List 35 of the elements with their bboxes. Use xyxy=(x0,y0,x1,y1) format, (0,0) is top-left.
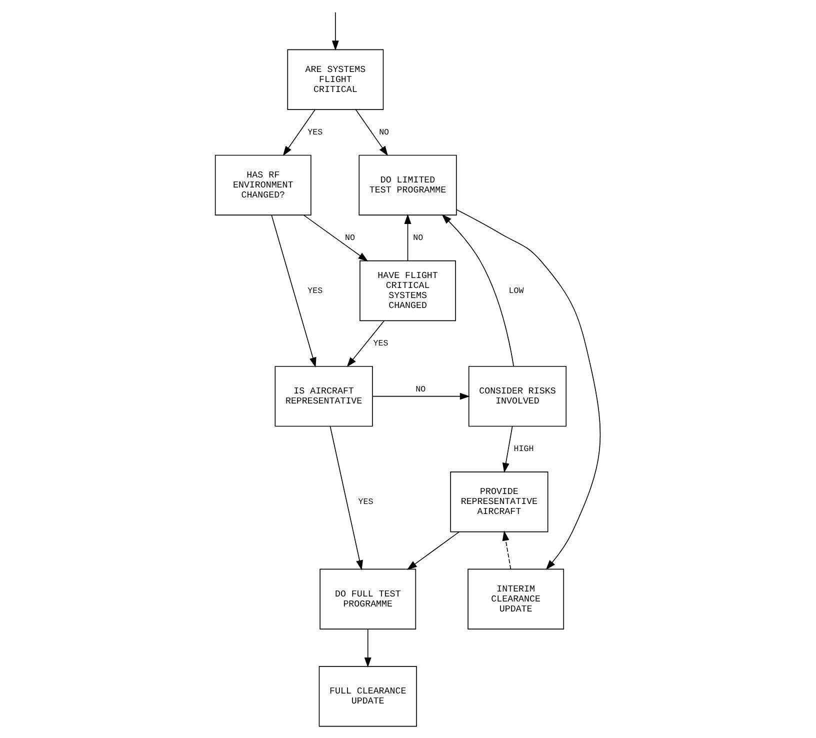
edge-label: LOW xyxy=(508,286,524,296)
edge-label: YES xyxy=(308,128,323,138)
arrow xyxy=(372,392,470,400)
edge-label: YES xyxy=(358,498,374,507)
node-box: FULL CLEARANCE UPDATE xyxy=(318,666,417,727)
node-box: DO LIMITED TEST PROGRAMME xyxy=(358,154,457,216)
edge-label: YES xyxy=(373,340,388,349)
arrow xyxy=(330,426,363,570)
node-box: HAS RF ENVIRONMENT CHANGED? xyxy=(214,154,312,216)
arrow xyxy=(346,320,385,368)
node-box: IS AIRCRAFT REPRESENTATIVE xyxy=(274,366,373,427)
arrow xyxy=(364,628,372,668)
arrow xyxy=(271,214,316,368)
arrow xyxy=(303,214,368,262)
arrow xyxy=(502,426,513,473)
edge-label: NO xyxy=(416,385,426,394)
edge-label: NO xyxy=(345,234,355,244)
node-box: ARE SYSTEMS FLIGHT CRITICAL xyxy=(287,49,384,110)
arrow xyxy=(404,214,412,261)
node-box: PROVIDE REPRESENTATIVE AIRCRAFT xyxy=(450,472,548,532)
edge-label: HIGH xyxy=(514,445,534,454)
arrow xyxy=(332,12,339,51)
node-box: INTERIM CLEARANCE UPDATE xyxy=(468,568,564,630)
node-box: CONSIDER RISKS INVOLVED xyxy=(468,366,567,427)
edge-label: NO xyxy=(413,234,424,244)
arrow xyxy=(442,214,514,367)
edge-label: YES xyxy=(308,286,323,296)
node-box: HAVE FLIGHT CRITICAL SYSTEMS CHANGED xyxy=(360,260,456,322)
arrow xyxy=(406,532,460,570)
node-box: DO FULL TEST PROGRAMME xyxy=(320,568,416,630)
arrow xyxy=(355,109,388,156)
arrow xyxy=(502,530,512,570)
edge-label: NO xyxy=(379,128,390,138)
arrow xyxy=(456,209,601,570)
arrow xyxy=(282,109,316,156)
